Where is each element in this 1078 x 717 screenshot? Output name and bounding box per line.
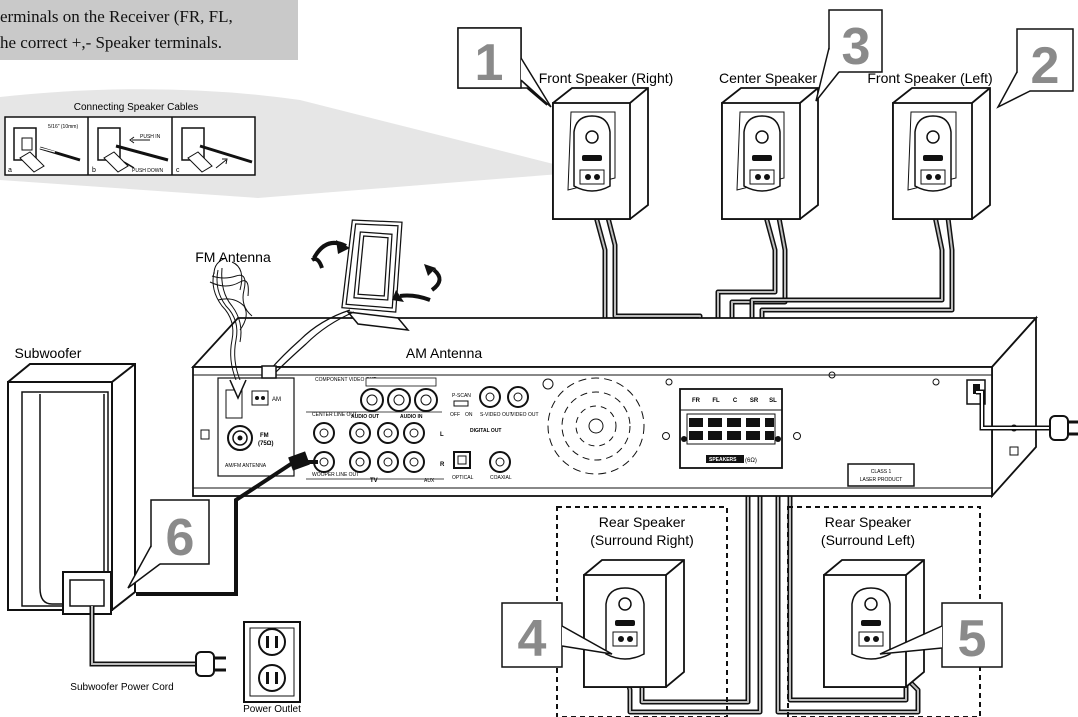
subwoofer [7,363,136,615]
svg-text:WOOPER LINE OUT: WOOPER LINE OUT [312,472,359,478]
svg-text:S-VIDEO OUT: S-VIDEO OUT [480,412,513,418]
instruction-line-2: he correct +,- Speaker terminals. [0,33,222,52]
label-subwoofer-power-cord: Subwoofer Power Cord [70,682,173,693]
svg-text:PUSH IN: PUSH IN [140,134,161,140]
label-rear-left-2: (Surround Left) [821,532,915,548]
front-speaker-right [552,87,649,220]
inset-panel-c: c [176,127,253,174]
svg-text:4: 4 [518,610,547,668]
svg-text:DIGITAL OUT: DIGITAL OUT [470,428,501,434]
svg-text:c: c [176,167,180,174]
instruction-note: erminals on the Receiver (FR, FL, he cor… [0,0,298,60]
callout-6: 6 [127,499,210,589]
cooling-fan-grille [542,377,645,475]
label-front-left: Front Speaker (Left) [867,70,992,86]
subwoofer-cable [136,451,318,596]
svg-text:AM/FM ANTENNA: AM/FM ANTENNA [225,463,267,469]
callout-1: 1 [457,27,552,108]
svg-text:AM: AM [272,397,281,403]
svg-text:3: 3 [842,18,871,76]
svg-text:OFF: OFF [450,412,460,418]
svg-text:PUSH DOWN: PUSH DOWN [132,168,164,174]
label-center: Center Speaker [719,70,817,86]
instruction-line-1: erminals on the Receiver (FR, FL, [0,7,233,26]
inset-panel-a: 5/16" (10mm) a [8,124,81,174]
svg-text:CENTER LINE OUT: CENTER LINE OUT [312,412,357,418]
svg-text:COMPONENT VIDEO OUT: COMPONENT VIDEO OUT [315,377,376,383]
svg-text:(6Ω): (6Ω) [745,458,757,464]
power-outlet [243,621,301,703]
rear-speaker-surround-right [583,559,685,688]
svg-text:AUDIO IN: AUDIO IN [400,414,423,420]
speaker-terminal-block: FR FL C SR SL SPEAKERS (6Ω) [662,388,801,469]
svg-text:ON: ON [465,412,473,418]
svg-text:SL: SL [769,398,777,404]
label-subwoofer: Subwoofer [15,345,82,361]
svg-text:P-SCAN: P-SCAN [452,393,471,399]
svg-text:SPEAKERS: SPEAKERS [709,457,737,463]
callout-4: 4 [501,602,613,668]
svg-text:OPTICAL: OPTICAL [452,475,474,481]
receiver: AM FM (75Ω) AM/FM ANTENNA COMPONENT VIDE… [190,315,1039,499]
svg-text:VIDEO OUT: VIDEO OUT [511,412,539,418]
label-rear-left-1: Rear Speaker [825,514,912,530]
speaker-cable-inset: Connecting Speaker Cables 5/16" (10mm) a… [4,102,256,176]
svg-text:SR: SR [750,398,759,404]
rear-speaker-surround-left [823,559,925,688]
svg-text:L: L [440,432,444,438]
svg-text:TV: TV [370,478,378,484]
label-power-outlet: Power Outlet [243,704,301,715]
svg-text:1: 1 [475,34,504,92]
callout-5: 5 [879,602,1003,668]
callout-3: 3 [815,9,883,102]
am-antenna [261,219,442,379]
svg-text:5/16" (10mm): 5/16" (10mm) [48,124,78,130]
inset-title: Connecting Speaker Cables [74,102,199,113]
inset-panel-b: PUSH IN PUSH DOWN b [92,127,169,174]
label-rear-right-2: (Surround Right) [590,532,694,548]
svg-text:FR: FR [692,398,701,404]
svg-text:R: R [440,462,445,468]
svg-text:FM: FM [260,433,269,439]
label-rear-right-1: Rear Speaker [599,514,686,530]
svg-text:6: 6 [166,509,195,567]
callout-2: 2 [996,28,1074,109]
svg-text:LASER PRODUCT: LASER PRODUCT [860,477,903,483]
svg-text:(75Ω): (75Ω) [258,441,273,447]
center-speaker [721,87,819,220]
subwoofer-power-cord [89,606,226,677]
svg-text:2: 2 [1031,37,1060,95]
svg-text:5: 5 [958,610,987,668]
rear-right-dashed-box [556,506,728,717]
svg-text:AUX: AUX [424,478,435,484]
svg-text:C: C [733,398,738,404]
svg-text:FL: FL [712,398,720,404]
svg-text:a: a [8,167,12,174]
front-speaker-left [892,87,991,220]
svg-text:b: b [92,167,96,174]
label-front-right: Front Speaker (Right) [539,70,674,86]
svg-text:AUDIO OUT: AUDIO OUT [351,414,379,420]
label-fm-antenna: FM Antenna [195,249,271,265]
fm-antenna [209,257,253,400]
receiver-power-cord [976,389,1078,441]
svg-text:CLASS 1: CLASS 1 [871,469,892,475]
svg-text:COAXIAL: COAXIAL [490,475,512,481]
label-am-antenna: AM Antenna [406,345,482,361]
